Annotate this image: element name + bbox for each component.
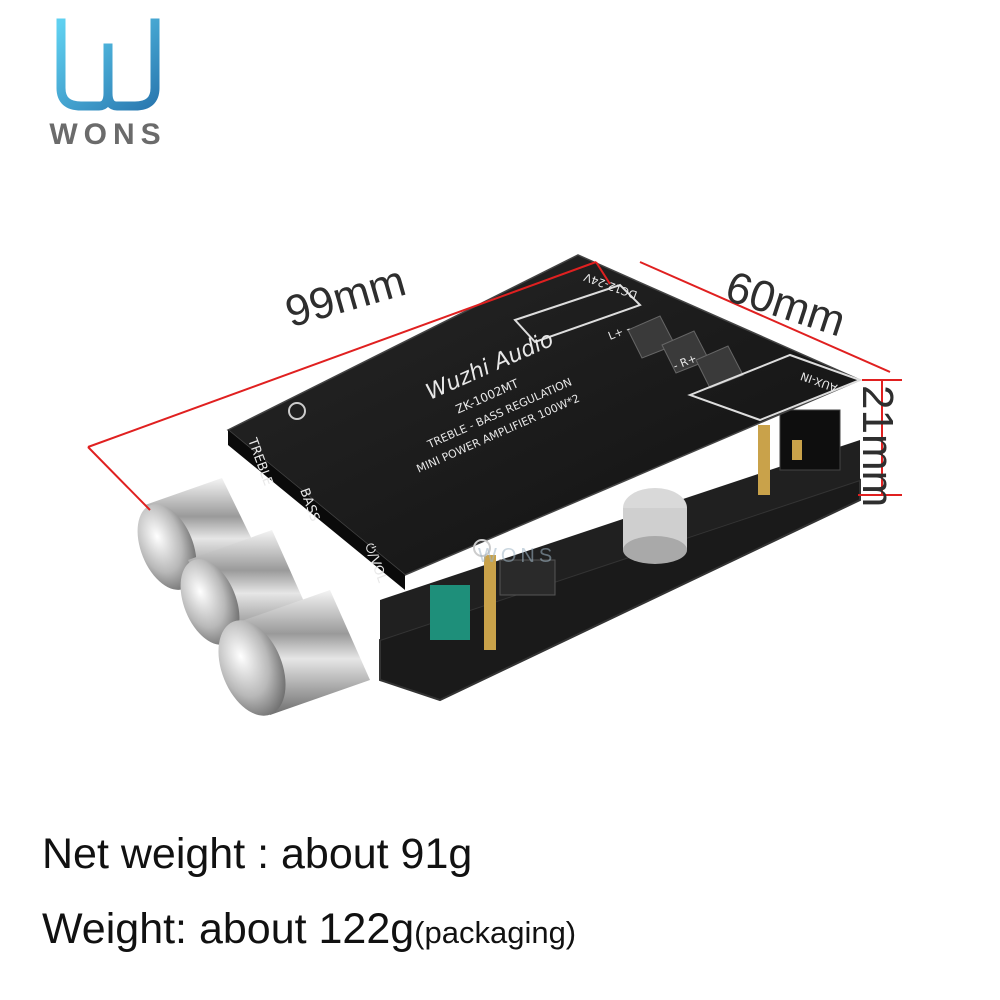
amplifier-board-illustration: Wuzhi Audio ZK-1002MT TREBLE - BASS REGU…: [87, 254, 902, 716]
gross-weight-line: Weight: about 122g(packaging): [42, 905, 576, 954]
standoff: [758, 425, 770, 495]
gross-weight-note: (packaging): [414, 915, 577, 950]
brand-logo: WONS: [28, 18, 188, 151]
length-line: [87, 261, 597, 448]
wons-logo-icon: [56, 18, 160, 111]
dimension-lines: [87, 261, 902, 511]
standoff: [484, 555, 496, 650]
logo-text: WONS: [49, 118, 167, 151]
net-weight-text: Net weight : about 91g: [42, 830, 473, 878]
green-connector: [430, 585, 470, 640]
width-line: [639, 261, 891, 373]
gross-weight-text: Weight: about 122g: [42, 905, 415, 953]
watermark: WONS: [478, 545, 556, 567]
dimension-height-label: 21mm: [853, 385, 902, 508]
aux-jack: [779, 409, 841, 471]
knob-volume: [218, 590, 370, 716]
